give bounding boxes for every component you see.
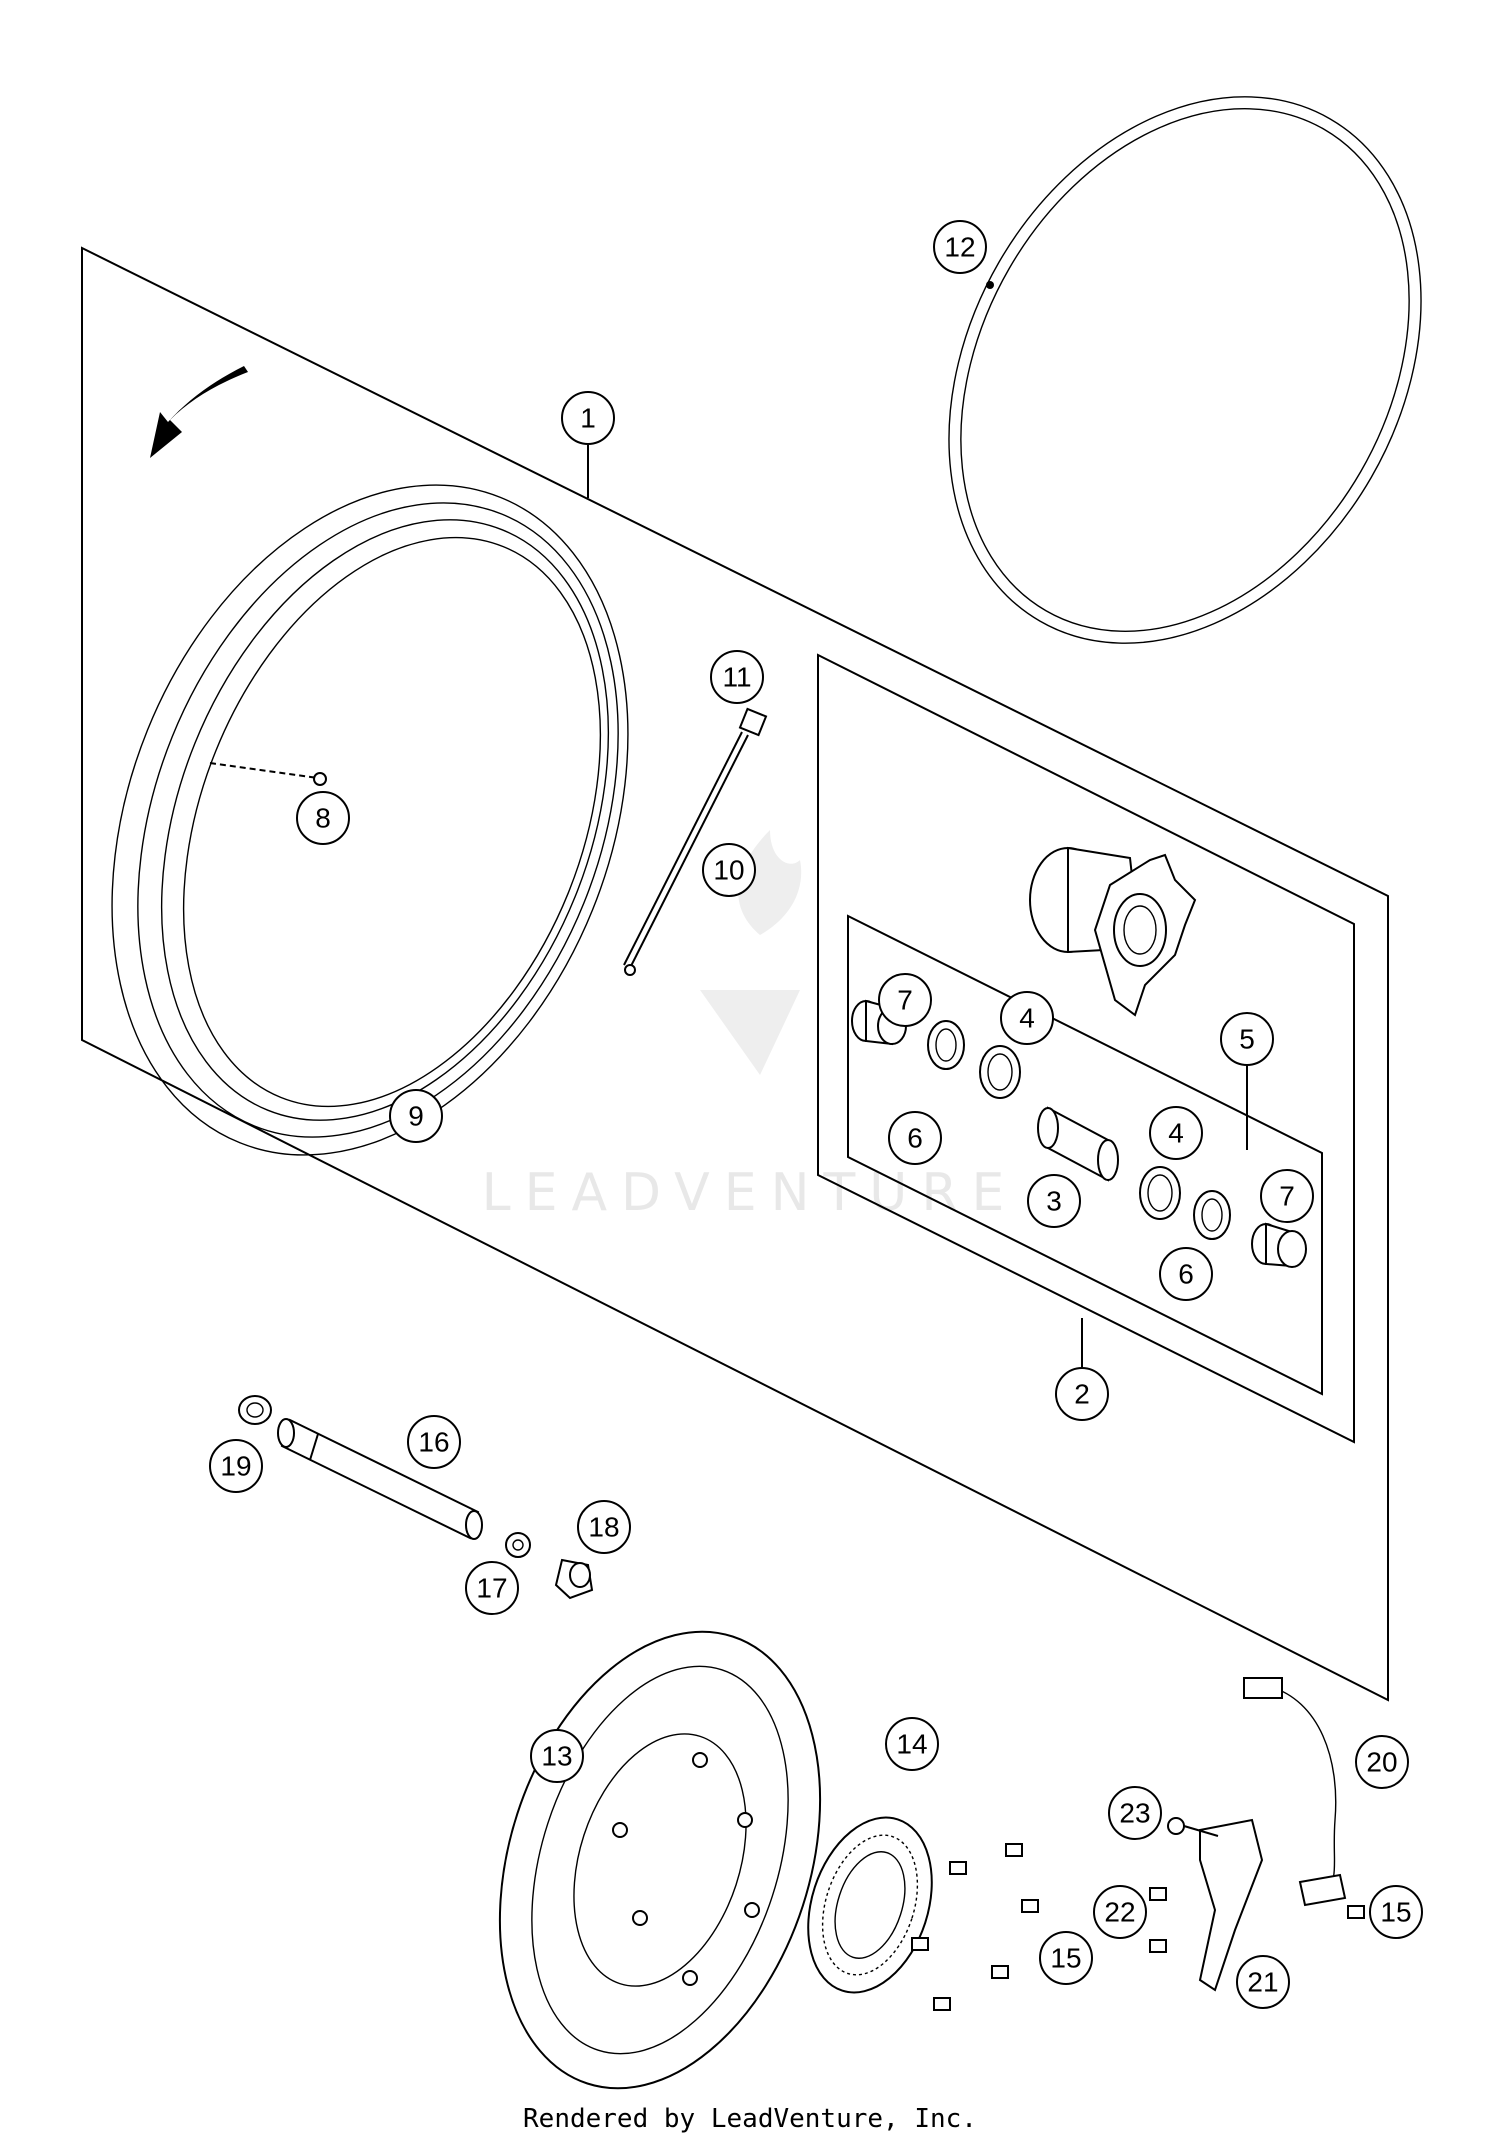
footer-credit: Rendered by LeadVenture, Inc. (523, 2104, 977, 2134)
svg-text:20: 20 (1366, 1747, 1397, 1778)
callout-12: 12 (933, 220, 987, 274)
svg-text:23: 23 (1119, 1798, 1150, 1829)
callout-11: 11 (710, 650, 764, 704)
callout-3: 3 (1027, 1174, 1081, 1228)
svg-text:4: 4 (1019, 1003, 1035, 1034)
svg-text:11: 11 (722, 662, 751, 693)
callout-6: 6 (888, 1111, 942, 1165)
callout-5: 5 (1220, 1012, 1274, 1066)
svg-text:17: 17 (476, 1573, 507, 1604)
callout-13: 13 (530, 1729, 584, 1783)
watermark: LEADVENTURE (482, 830, 1019, 1223)
bearing-frame (847, 914, 1323, 1396)
callout-4: 4 (1000, 991, 1054, 1045)
svg-text:21: 21 (1247, 1967, 1278, 1998)
callout-19: 19 (209, 1439, 263, 1493)
svg-text:4: 4 (1168, 1118, 1184, 1149)
svg-text:18: 18 (588, 1512, 619, 1543)
svg-text:13: 13 (541, 1741, 572, 1772)
svg-text:3: 3 (1046, 1186, 1062, 1217)
svg-text:15: 15 (1050, 1943, 1081, 1974)
rim-tape (948, 96, 1422, 644)
callout-10: 10 (702, 843, 756, 897)
svg-text:22: 22 (1104, 1897, 1135, 1928)
watermark-text: LEADVENTURE (482, 1163, 1019, 1223)
bearing-parts (851, 999, 1307, 1268)
callout-22: 22 (1093, 1885, 1147, 1939)
leader-lines (209, 445, 1248, 1370)
spoke (623, 707, 768, 976)
callout-1: 1 (561, 391, 615, 445)
callout-21: 21 (1236, 1955, 1290, 2009)
svg-text:16: 16 (418, 1427, 449, 1458)
axle-parts (238, 1395, 594, 1600)
svg-text:1: 1 (580, 403, 596, 434)
svg-text:9: 9 (408, 1101, 424, 1132)
callout-7: 7 (878, 973, 932, 1027)
callout-9: 9 (389, 1089, 443, 1143)
callout-14: 14 (885, 1717, 939, 1771)
rotation-arrow-icon (150, 366, 248, 458)
callout-7: 7 (1260, 1169, 1314, 1223)
hub-frame (817, 653, 1355, 1444)
svg-text:7: 7 (897, 985, 913, 1016)
callout-15: 15 (1369, 1885, 1423, 1939)
svg-text:5: 5 (1239, 1024, 1255, 1055)
svg-text:2: 2 (1074, 1379, 1090, 1410)
screws (911, 1843, 1365, 2011)
svg-text:14: 14 (896, 1729, 927, 1760)
callout-17: 17 (465, 1561, 519, 1615)
spoke-nipple-small (313, 772, 327, 786)
svg-text:19: 19 (220, 1451, 251, 1482)
callout-16: 16 (407, 1415, 461, 1469)
rim (111, 484, 629, 1156)
callout-6: 6 (1159, 1247, 1213, 1301)
callout-20: 20 (1355, 1735, 1409, 1789)
svg-text:6: 6 (907, 1123, 923, 1154)
callout-4: 4 (1149, 1106, 1203, 1160)
brake-disc (498, 1630, 822, 2090)
callout-23: 23 (1108, 1786, 1162, 1840)
callout-2: 2 (1055, 1367, 1109, 1421)
callout-15: 15 (1039, 1931, 1093, 1985)
svg-text:15: 15 (1380, 1897, 1411, 1928)
svg-text:8: 8 (315, 803, 331, 834)
abs-ring (807, 1816, 933, 1994)
svg-text:7: 7 (1279, 1181, 1295, 1212)
wheel-hub (1029, 846, 1197, 1017)
svg-text:10: 10 (713, 855, 744, 886)
sensor-assembly (1149, 1677, 1347, 1992)
svg-text:6: 6 (1178, 1259, 1194, 1290)
assembly-frame (81, 246, 1389, 1702)
callout-8: 8 (296, 791, 350, 845)
svg-text:12: 12 (944, 232, 975, 263)
callout-18: 18 (577, 1500, 631, 1554)
